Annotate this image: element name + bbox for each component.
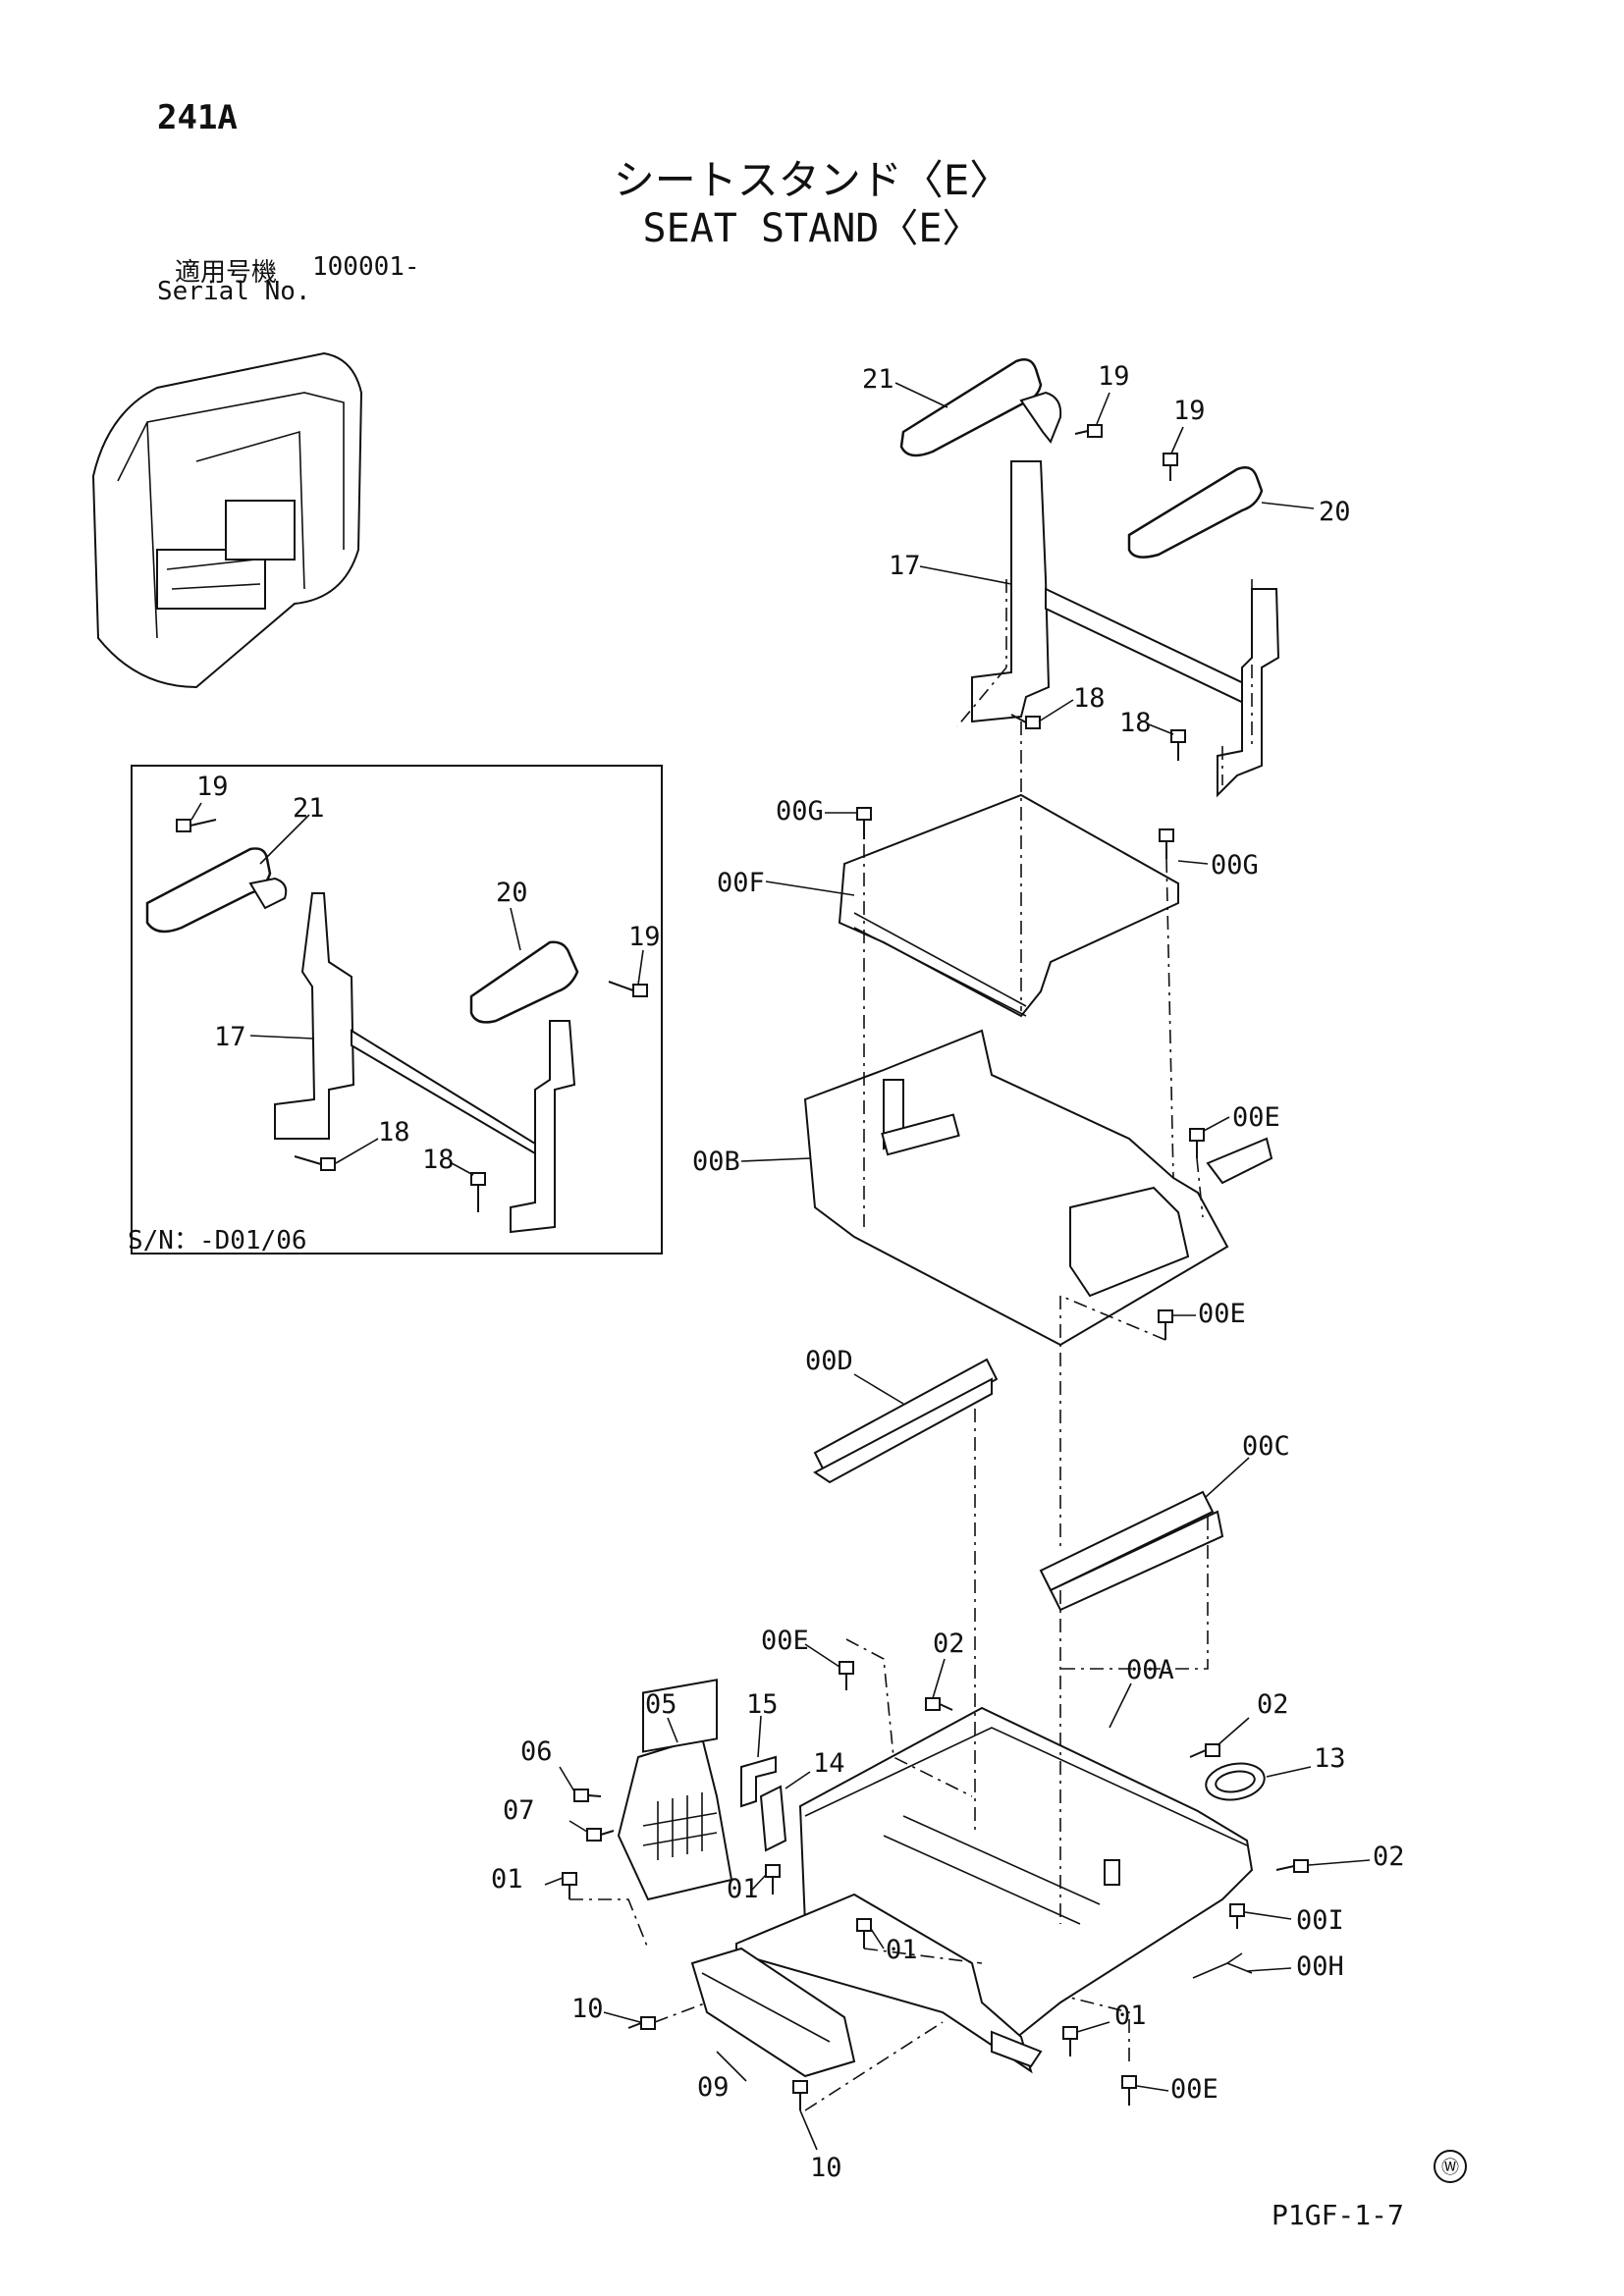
callout-07: 07	[503, 1795, 535, 1826]
callout-00I: 00I	[1296, 1905, 1344, 1936]
page-number: 241A	[157, 98, 238, 137]
inset-callout-20: 20	[496, 878, 528, 908]
callout-09: 09	[697, 2072, 730, 2103]
callout-00B: 00B	[692, 1147, 740, 1177]
callout-01a: 01	[491, 1864, 523, 1895]
callout-20: 20	[1319, 497, 1351, 527]
clip-14	[759, 1785, 787, 1852]
armrest-left	[899, 358, 1043, 457]
serial-from: 100001-	[312, 252, 420, 282]
callout-21: 21	[862, 364, 894, 395]
seat-plate-00F	[838, 793, 1179, 1018]
callout-02b: 02	[1257, 1689, 1289, 1720]
title-japanese: シートスタンド〈E〉	[613, 156, 1011, 204]
callout-00F: 00F	[717, 868, 765, 898]
grommet-13	[1205, 1762, 1266, 1801]
seat-frame-00B	[803, 1029, 1229, 1347]
callout-01d: 01	[1114, 2001, 1147, 2031]
callout-00E-top: 00E	[1232, 1102, 1280, 1133]
duct-09	[690, 1947, 856, 2078]
callout-18b: 18	[1119, 708, 1152, 738]
callout-17: 17	[889, 551, 921, 581]
callout-06: 06	[520, 1736, 553, 1767]
title-english: SEAT STAND〈E〉	[642, 206, 982, 251]
watermark-icon: Ⓦ	[1434, 2150, 1467, 2183]
cab-thumbnail-icon	[91, 351, 363, 689]
document-code: P1GF-1-7	[1272, 2199, 1404, 2231]
inset-callout-18a: 18	[378, 1117, 410, 1148]
clip-15	[740, 1755, 777, 1808]
rail-00C	[1039, 1490, 1215, 1592]
harness-00H	[1192, 1952, 1253, 1979]
callout-02a: 02	[933, 1629, 965, 1659]
callout-00G-right: 00G	[1211, 850, 1259, 881]
callout-01c: 01	[886, 1935, 918, 1965]
cover-05	[617, 1735, 733, 1901]
callout-00E-low: 00E	[761, 1626, 809, 1656]
callout-00H: 00H	[1296, 1951, 1344, 1982]
inset-callout-18b: 18	[422, 1145, 455, 1175]
callout-10b: 10	[810, 2153, 842, 2183]
callout-15: 15	[746, 1689, 779, 1720]
armrest-right	[1127, 466, 1264, 559]
inset-callout-17: 17	[214, 1022, 246, 1052]
callout-10a: 10	[571, 1994, 604, 2024]
callout-18a: 18	[1073, 683, 1106, 714]
serial-label-english: Serial No.	[157, 277, 311, 306]
callout-19-top: 19	[1098, 361, 1130, 392]
callout-00A: 00A	[1126, 1655, 1174, 1685]
inset-frame	[131, 765, 663, 1255]
callout-19-right: 19	[1173, 396, 1206, 426]
inset-callout-19b: 19	[628, 922, 661, 952]
inset-serial-range: S/N：-D01/06	[128, 1226, 307, 1255]
inset-assembly: 19 21 20 19 17 18 18	[145, 772, 661, 1234]
callout-14: 14	[813, 1748, 845, 1779]
rail-00D	[813, 1358, 999, 1474]
filter-grid-icon	[642, 1679, 718, 1860]
armrest-bracket	[971, 460, 1051, 723]
callout-00D: 00D	[805, 1346, 853, 1376]
callout-00E-mid: 00E	[1198, 1299, 1246, 1329]
callout-01b: 01	[727, 1874, 759, 1904]
callout-05: 05	[645, 1689, 677, 1720]
serial-label-japanese: 適用号機	[175, 258, 278, 288]
callout-02c: 02	[1373, 1842, 1405, 1872]
callout-00C: 00C	[1242, 1431, 1290, 1462]
callout-00E-bottom: 00E	[1170, 2074, 1218, 2105]
inset-callout-21: 21	[293, 793, 325, 824]
callout-00G-left: 00G	[776, 796, 824, 827]
inset-callout-19a: 19	[196, 772, 229, 802]
callout-13: 13	[1314, 1743, 1346, 1774]
